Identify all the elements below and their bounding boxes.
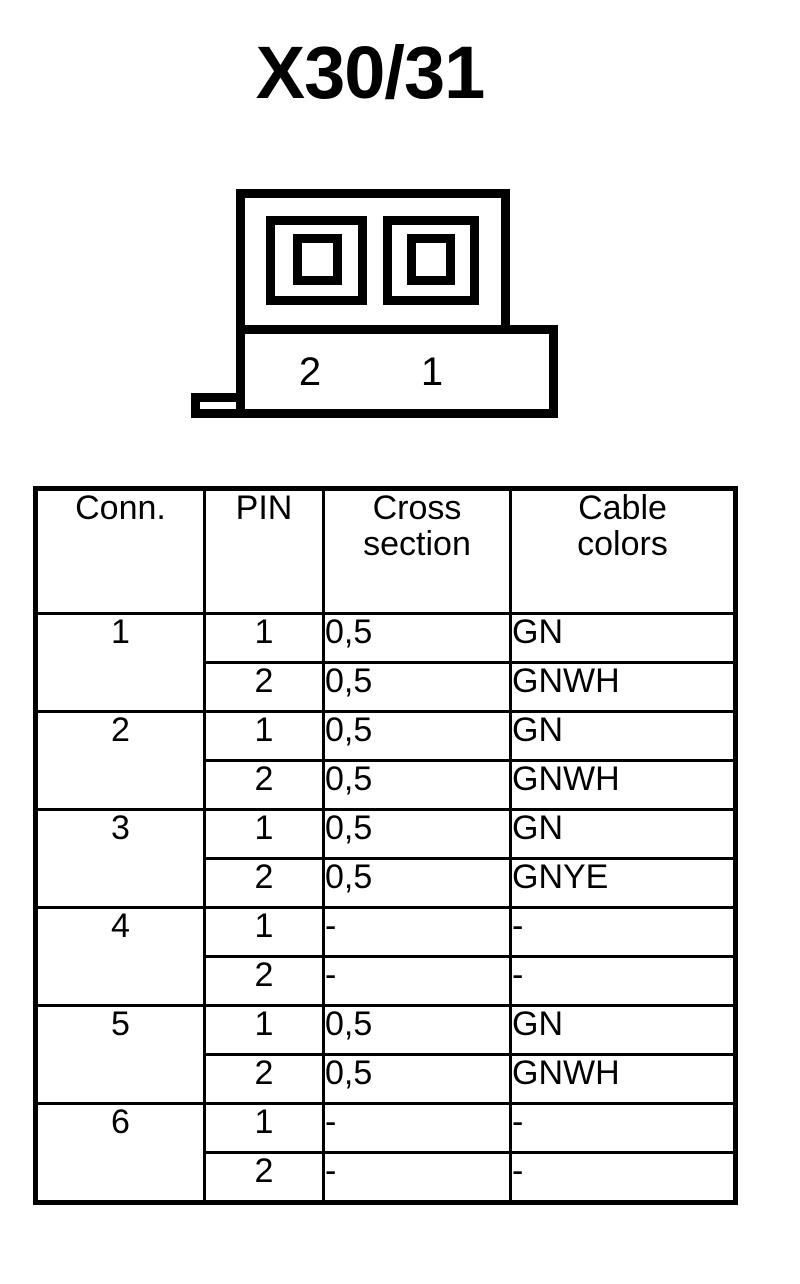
connector-number-cell: 1 [34,612,206,713]
table-header: Conn. PIN Cross section Cable colors [34,487,737,615]
header-line: Cable [578,489,667,527]
pin-2-cavity-inner [293,234,342,285]
connector-number-cell: 5 [34,1004,206,1105]
header-line: Cross [372,489,462,527]
pin-number-cell: 2 [203,857,325,909]
cable-color-cell: GNWH [509,661,737,713]
pin-number-cell: 1 [203,710,325,762]
cross-section-cell: 0,5 [322,1004,512,1056]
column-header-pin: PIN [203,487,325,615]
cross-section-cell: - [322,955,512,1007]
cable-color-cell: GN [509,808,737,860]
cable-color-cell: - [509,1151,737,1204]
cross-section-cell: 0,5 [322,808,512,860]
connector-number-cell: 4 [34,906,206,1007]
connector-upper-housing [236,189,510,334]
connector-latch-tab [191,393,241,418]
pin-number-cell: 2 [203,955,325,1007]
cross-section-cell: - [322,1102,512,1154]
connector-lower-flange [236,325,558,418]
cross-section-cell: 0,5 [322,857,512,909]
pin-number-cell: 1 [203,612,325,664]
connector-number-cell: 2 [34,710,206,811]
cross-section-cell: 0,5 [322,1053,512,1105]
cross-section-cell: 0,5 [322,710,512,762]
pin-number-cell: 1 [203,808,325,860]
pin-1-cavity-inner [407,234,455,285]
cable-color-cell: GN [509,710,737,762]
pin-number-cell: 1 [203,1102,325,1154]
header-line: PIN [235,489,293,527]
cable-color-cell: GN [509,1004,737,1056]
column-header-cross-section: Cross section [322,487,512,615]
header-line: section [363,524,471,563]
pin-2-cavity-outer [266,216,367,305]
pin-number-cell: 1 [203,906,325,958]
table-row: 2-- [36,955,737,1007]
pin-number-cell: 2 [203,661,325,713]
column-header-conn: Conn. [34,487,206,615]
cross-section-cell: 0,5 [322,759,512,811]
cable-color-cell: GN [509,612,737,664]
header-row: Conn. PIN Cross section Cable colors [34,487,737,615]
pin-label-1: 1 [421,350,443,394]
pin-1-cavity-outer [383,216,479,305]
cross-section-cell: 0,5 [322,661,512,713]
pin-number-cell: 2 [203,759,325,811]
pin-label-2: 2 [299,350,321,394]
pin-number-cell: 2 [203,1053,325,1105]
column-header-cable-colors: Cable colors [509,487,737,615]
connector-number-cell: 6 [34,1102,206,1204]
table-row: 2-- [36,1151,737,1204]
page-title: X30/31 [255,31,486,114]
pin-number-cell: 2 [203,1151,325,1204]
pin-number-cell: 1 [203,1004,325,1056]
header-line: Conn. [75,489,166,527]
connector-diagram: 2 1 [0,0,800,470]
cross-section-cell: 0,5 [322,612,512,664]
cable-color-cell: GNYE [509,857,737,909]
cross-section-cell: - [322,906,512,958]
header-line: colors [577,524,668,563]
cable-color-cell: - [509,955,737,1007]
connector-number-cell: 3 [34,808,206,909]
cable-color-cell: - [509,906,737,958]
cable-color-cell: GNWH [509,759,737,811]
cable-color-cell: - [509,1102,737,1154]
cable-color-cell: GNWH [509,1053,737,1105]
cross-section-cell: - [322,1151,512,1204]
